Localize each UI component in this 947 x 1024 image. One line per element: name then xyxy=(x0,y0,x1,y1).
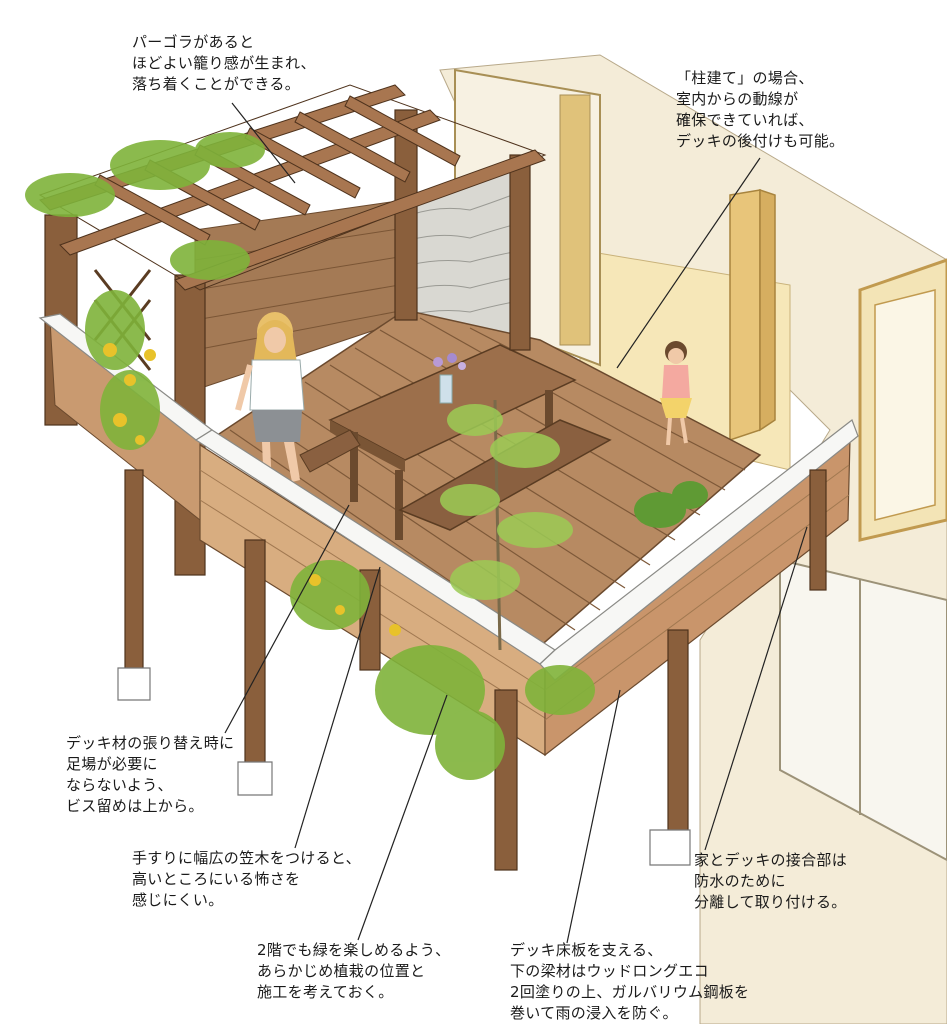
leader-lines xyxy=(224,102,808,944)
beam-note-line-3: 2回塗りの上、ガルバリウム鋼板を xyxy=(510,983,750,1001)
deck-replace-note-line-2: 足場が必要に xyxy=(66,755,158,773)
deck-replace-note: デッキ材の張り替え時に 足場が必要に ならないよう、 ビス留めは上から。 xyxy=(66,733,234,817)
child-figure xyxy=(660,341,692,446)
sliding-window-lower xyxy=(779,558,947,862)
post-built-note-line-4: デッキの後付けも可能。 xyxy=(676,132,845,150)
tree xyxy=(440,399,573,651)
pergola-note-line-3: 落ち着くことができる。 xyxy=(132,75,301,93)
window-right xyxy=(858,258,947,542)
woman-figure xyxy=(235,312,305,490)
handrail-note: 手すりに幅広の笠木をつけると、 高いところにいる怖さを 感じにくい。 xyxy=(132,848,361,911)
greenery-note-line-3: 施工を考えておく。 xyxy=(257,983,394,1001)
house-joint-note-line-1: 家とデッキの接合部は xyxy=(694,851,848,869)
flower-vase xyxy=(433,353,466,404)
pergola-note: パーゴラがあると ほどよい籠り感が生まれ、 落ち着くことができる。 xyxy=(132,32,316,95)
handrail-note-line-1: 手すりに幅広の笠木をつけると、 xyxy=(132,849,361,867)
house-joint-note-line-3: 分離して取り付ける。 xyxy=(694,893,847,911)
post-built-note-line-1: 「柱建て」の場合、 xyxy=(676,69,814,87)
deck-replace-note-line-1: デッキ材の張り替え時に xyxy=(66,734,235,752)
pergola-note-line-2: ほどよい籠り感が生まれ、 xyxy=(132,54,316,72)
beam-note-line-2: 下の梁材はウッドロングエコ xyxy=(510,962,709,980)
beam-note: デッキ床板を支える、 下の梁材はウッドロングエコ 2回塗りの上、ガルバリウム鋼板… xyxy=(510,940,749,1024)
door-frame-posts xyxy=(729,188,776,442)
pergola-note-line-1: パーゴラがあると xyxy=(132,33,255,51)
post-built-note: 「柱建て」の場合、 室内からの動線が 確保できていれば、 デッキの後付けも可能。 xyxy=(676,68,844,152)
greenery-note-line-1: 2階でも緑を楽しめるよう、 xyxy=(257,941,451,959)
greenery-note-line-2: あらかじめ植栽の位置と xyxy=(257,962,426,980)
beam-note-line-4: 巻いて雨の浸入を防ぐ。 xyxy=(510,1004,678,1022)
deck-replace-note-line-4: ビス留めは上から。 xyxy=(66,797,204,815)
post-built-note-line-2: 室内からの動線が xyxy=(676,90,799,108)
handrail-note-line-3: 感じにくい。 xyxy=(132,891,224,909)
post-footings xyxy=(117,667,691,866)
potted-plant xyxy=(634,481,708,528)
house-joint-note: 家とデッキの接合部は 防水のために 分離して取り付ける。 xyxy=(694,850,847,913)
deck-replace-note-line-3: ならないよう、 xyxy=(66,776,173,794)
house-joint-note-line-2: 防水のために xyxy=(694,872,786,890)
post-built-note-line-3: 確保できていれば、 xyxy=(676,111,814,129)
climbing-plants xyxy=(25,132,595,780)
greenery-note: 2階でも緑を楽しめるよう、 あらかじめ植栽の位置と 施工を考えておく。 xyxy=(257,940,450,1003)
handrail-note-line-2: 高いところにいる怖さを xyxy=(132,870,301,888)
beam-note-line-1: デッキ床板を支える、 xyxy=(510,941,663,959)
